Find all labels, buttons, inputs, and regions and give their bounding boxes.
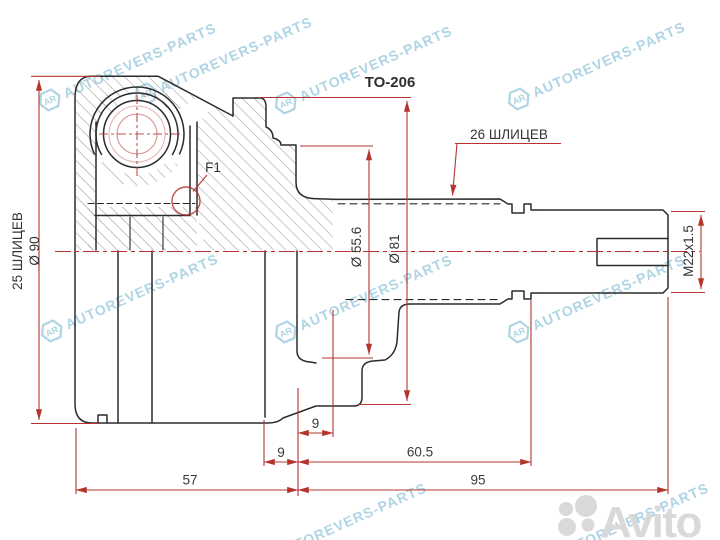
thread-label: M22x1.5 [681,225,696,277]
ar-monogram: AR [44,324,60,339]
watermark-brand-text: AUTOREVERS-PARTS [297,251,455,333]
ar-monogram: AR [278,325,294,340]
ar-watermark-stripe: AR AUTOREVERS-PARTS [271,479,429,540]
watermark-brand-text: AUTOREVERS-PARTS [530,18,688,100]
label-layer: TO-206 26 ШЛИЦЕВ F1 25 ШЛИЦЕВ Ø 90 Ø 55.… [10,74,696,488]
watermark-brand-text: AUTOREVERS-PARTS [297,22,455,104]
cage-wedge-right [152,87,181,114]
watermark-brand-text: AUTOREVERS-PARTS [63,250,221,332]
bell-front-wall-section [76,76,196,132]
housing-rear-section [197,98,333,251]
dim-bell-length: 57 [182,473,197,488]
outer-splines-callout: 26 ШЛИЦЕВ [470,127,548,142]
dim-shaft-length: 95 [470,473,485,488]
ar-watermark-stripe: AR AUTOREVERS-PARTS [275,22,455,115]
ar-watermark-stripe: AR AUTOREVERS-PARTS [508,18,688,111]
avito-dot-large-tr [575,495,597,517]
watermark-brand-text: AUTOREVERS-PARTS [157,13,315,95]
hub-diameter-label: Ø 55.6 [349,227,364,268]
dim-hub-offset: 9 [277,445,285,460]
dimension-layer [31,75,705,496]
ar-monogram: AR [278,96,294,111]
dim-shaft-to-thread: 60.5 [407,445,433,460]
avito-dot-small-tl [559,502,573,516]
part-number-label: TO-206 [365,74,416,91]
avito-dot-small-br [581,518,595,532]
hatch-layer [76,76,333,251]
inner-race-hub-section [88,207,197,251]
ridge-diameter-label: Ø 81 [387,234,402,263]
ar-monogram: AR [511,92,527,107]
inner-splines-label: 25 ШЛИЦЕВ [10,212,25,290]
ar-watermark-stripe: AR AUTOREVERS-PARTS [41,250,221,343]
inner-race-crescent [95,160,179,186]
avito-dot-medium-bl [558,518,576,536]
ar-monogram: AR [42,93,58,108]
avito-logo: Avito [558,495,703,540]
bell-diameter-label: Ø 90 [27,236,42,265]
f1-feature-circle [171,186,201,216]
part-outline-layer [74,75,669,424]
feature-f1-label: F1 [205,160,221,175]
ar-monogram: AR [511,325,527,340]
watermark-brand-text: AUTOREVERS-PARTS [271,479,429,540]
dim-spline-offset: 9 [312,416,320,431]
avito-logo-text: Avito [600,498,701,540]
